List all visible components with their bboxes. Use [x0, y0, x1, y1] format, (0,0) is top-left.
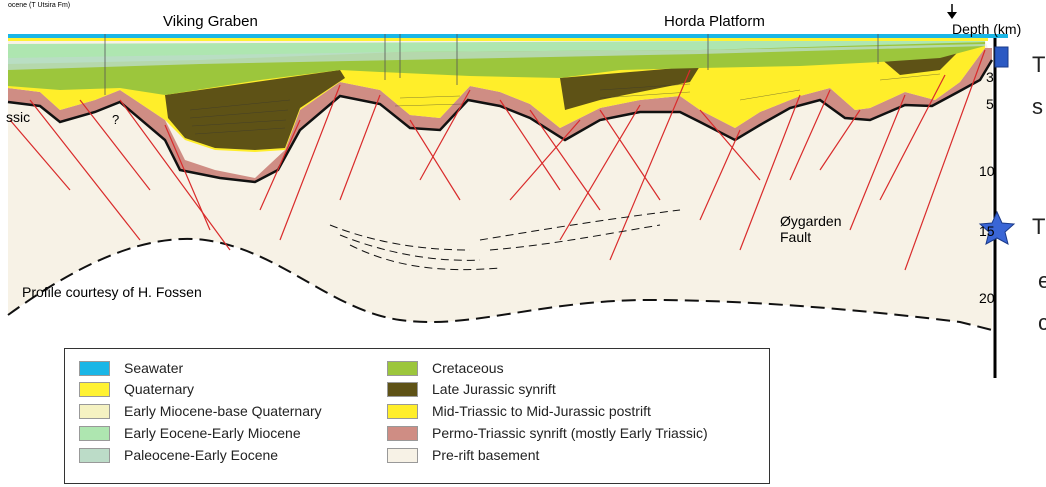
legend-label: Late Jurassic synrift — [432, 381, 556, 397]
legend-label: Pre-rift basement — [432, 447, 539, 463]
side-text-4: e — [1038, 268, 1046, 294]
legend-item-early-miocene: Early Miocene-base Quaternary — [79, 403, 322, 419]
depth-axis-title: Depth (km) — [952, 21, 1021, 37]
legend-swatch — [387, 426, 418, 441]
question-mark: ? — [112, 112, 119, 127]
depth-tick-3: 3 — [986, 69, 994, 85]
legend-swatch — [387, 382, 418, 397]
legend-swatch — [79, 404, 110, 419]
legend-swatch — [79, 361, 110, 376]
legend-swatch — [79, 448, 110, 463]
utsira-label: ocene (T Utsira Fm) — [8, 2, 70, 9]
legend-item-early-eocene: Early Eocene-Early Miocene — [79, 425, 301, 441]
legend-label: Mid-Triassic to Mid-Jurassic postrift — [432, 403, 651, 419]
blue-square-marker-icon — [995, 47, 1008, 67]
horda-platform-label: Horda Platform — [664, 13, 765, 30]
legend-label: Cretaceous — [432, 360, 504, 376]
quaternary-layer — [8, 38, 988, 41]
legend-item-paleocene: Paleocene-Early Eocene — [79, 447, 278, 463]
legend-label: Paleocene-Early Eocene — [124, 447, 278, 463]
legend-item-permo-triassic: Permo-Triassic synrift (mostly Early Tri… — [387, 425, 708, 441]
legend-label: Early Eocene-Early Miocene — [124, 425, 301, 441]
legend-swatch — [387, 361, 418, 376]
legend-item-late-jurassic: Late Jurassic synrift — [387, 381, 556, 397]
viking-graben-label: Viking Graben — [163, 13, 258, 30]
credit-text: Profile courtesy of H. Fossen — [22, 284, 202, 300]
legend-label: Early Miocene-base Quaternary — [124, 403, 322, 419]
depth-tick-10: 10 — [979, 163, 995, 179]
legend-item-quaternary: Quaternary — [79, 381, 194, 397]
depth-tick-5: 5 — [986, 96, 994, 112]
seawater-layer — [8, 34, 1008, 38]
side-text-5: c — [1038, 310, 1046, 336]
legend-item-pre-rift: Pre-rift basement — [387, 447, 539, 463]
legend-swatch — [79, 382, 110, 397]
legend-item-mid-triassic: Mid-Triassic to Mid-Jurassic postrift — [387, 403, 651, 419]
side-text-1: T — [1032, 52, 1045, 78]
legend-box: Seawater Quaternary Early Miocene-base Q… — [64, 348, 770, 484]
legend-label: Quaternary — [124, 381, 194, 397]
legend-label: Permo-Triassic synrift (mostly Early Tri… — [432, 425, 708, 441]
legend-swatch — [79, 426, 110, 441]
legend-swatch — [387, 404, 418, 419]
legend-item-cretaceous: Cretaceous — [387, 360, 504, 376]
depth-tick-20: 20 — [979, 290, 995, 306]
depth-tick-15: 15 — [979, 223, 995, 239]
side-text-2: s — [1032, 94, 1043, 120]
oygarden-fault-label: Øygarden Fault — [780, 213, 841, 245]
triassic-partial-label: ssic — [6, 109, 30, 125]
legend-item-seawater: Seawater — [79, 360, 183, 376]
side-text-3: T — [1032, 214, 1045, 240]
legend-label: Seawater — [124, 360, 183, 376]
legend-swatch — [387, 448, 418, 463]
